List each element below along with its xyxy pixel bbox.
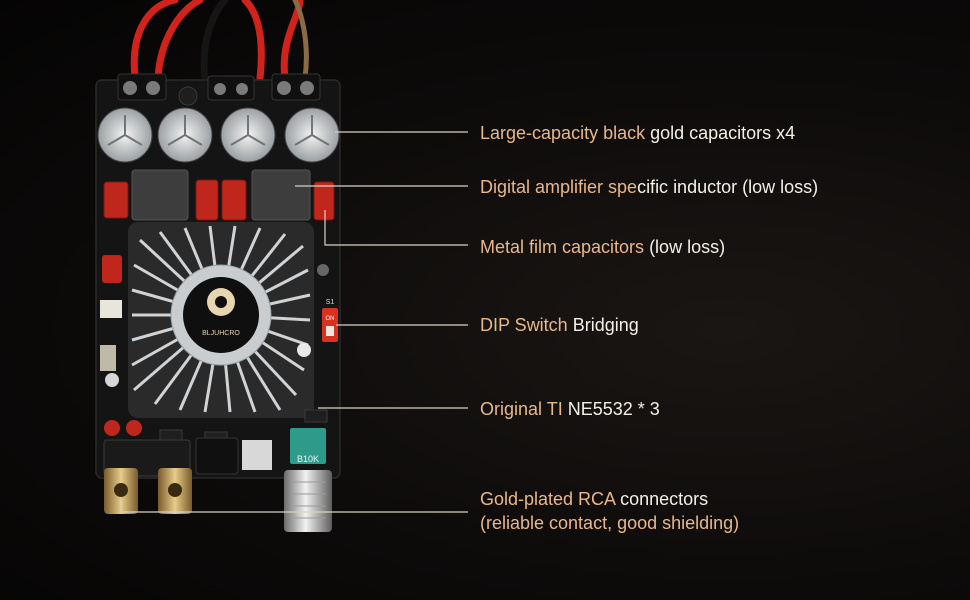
- board-illustration: BLJUHCRO S1 ON: [95, 0, 341, 532]
- callout-film-caps: Metal film capacitors (low loss): [480, 235, 725, 259]
- callout-dip-switch-highlight: DIP Switch: [480, 315, 568, 335]
- callout-ne5532: Original TI NE5532 * 3: [480, 397, 660, 421]
- amplifier-board-photo: BLJUHCRO S1 ON: [0, 0, 420, 600]
- dip-switch: S1 ON: [322, 299, 338, 342]
- callout-rca-line2: (reliable contact, good shielding): [480, 513, 740, 533]
- callout-rca: Gold-plated RCA connectors (reliable con…: [480, 487, 739, 535]
- callout-rca-text: connectors: [615, 489, 709, 509]
- callout-ne5532-text: NE5532 * 3: [562, 399, 660, 419]
- volume-potentiometer: B10K: [284, 428, 332, 532]
- small-components: [100, 255, 329, 436]
- callout-inductor: Digital amplifier specific inductor (low…: [480, 175, 818, 199]
- callout-capacitors-highlight: Large-capacity black: [480, 123, 646, 143]
- heatsink-logo-text: BLJUHCRO: [202, 330, 240, 337]
- power-wires: [130, 0, 309, 84]
- callout-capacitors-text: gold capacitors x4: [645, 123, 796, 143]
- switch-label: S1: [326, 299, 335, 306]
- pot-label: B10K: [297, 454, 319, 464]
- inductors: [131, 169, 311, 221]
- switch-on-label: ON: [326, 316, 335, 322]
- callout-ne5532-highlight: Original TI: [480, 399, 563, 419]
- callout-dip-switch-text: Bridging: [567, 315, 639, 335]
- callout-film-caps-highlight: Metal film capacitors: [480, 237, 645, 257]
- large-capacitors: [97, 107, 340, 163]
- callout-dip-switch: DIP Switch Bridging: [480, 313, 639, 337]
- heatsink: BLJUHCRO: [128, 222, 314, 418]
- callout-inductor-text: cific inductor (low loss): [637, 177, 819, 197]
- callout-inductor-highlight: Digital amplifier spe: [480, 177, 638, 197]
- callout-film-caps-text: (low loss): [644, 237, 726, 257]
- jack-shield: [242, 440, 272, 470]
- audio-jack: [195, 437, 239, 475]
- callout-rca-highlight: Gold-plated RCA: [480, 489, 616, 509]
- film-capacitors: [103, 179, 335, 221]
- screw-terminals: [117, 73, 321, 106]
- callout-capacitors: Large-capacity black gold capacitors x4: [480, 121, 795, 145]
